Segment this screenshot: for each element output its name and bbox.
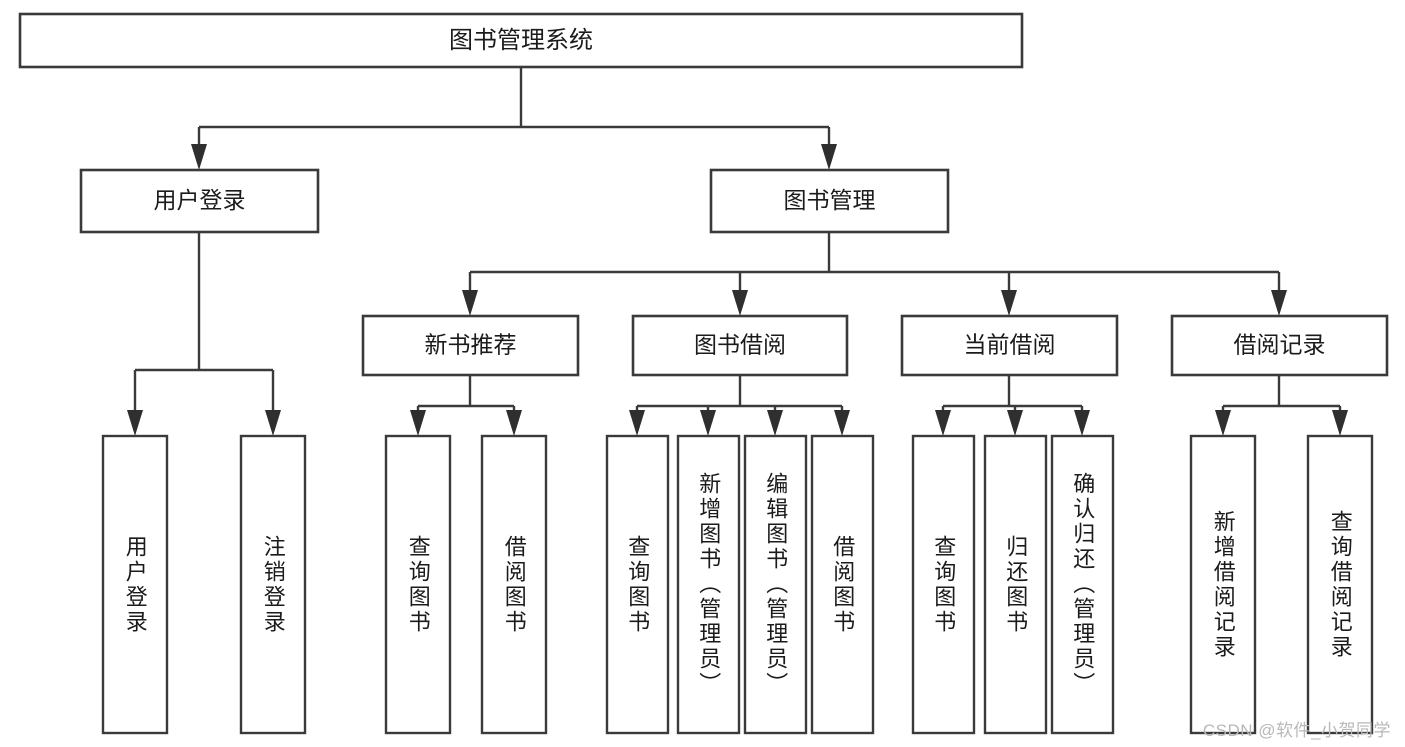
node-leaf-query-borrow-record[interactable] — [1306, 434, 1374, 735]
arrow-head-icon — [1074, 410, 1090, 436]
node-leaf-logout-login[interactable] — [239, 434, 307, 735]
node-box-leaf-borrow-book[interactable] — [810, 434, 875, 735]
arrow-head-icon — [1215, 410, 1231, 436]
node-borrow-record[interactable]: 借阅记录 — [1170, 314, 1389, 377]
node-leaf-return-book[interactable] — [983, 434, 1048, 735]
node-box-new-book-recommend[interactable] — [361, 314, 580, 377]
node-leaf-confirm-return-admin[interactable] — [1050, 434, 1115, 735]
node-label-book-manage: 图书管理 — [784, 187, 876, 213]
arrow-head-icon — [410, 410, 426, 436]
node-box-leaf-query-book-recommend[interactable] — [384, 434, 452, 735]
arrow-head-icon — [1007, 410, 1023, 436]
node-current-borrow[interactable]: 当前借阅 — [900, 314, 1119, 377]
node-box-leaf-edit-book-admin[interactable] — [743, 434, 808, 735]
node-book-borrow[interactable]: 图书借阅 — [631, 314, 849, 377]
arrow-head-icon — [935, 410, 951, 436]
arrow-head-icon — [127, 410, 143, 436]
node-label-user-login: 用户登录 — [154, 187, 246, 213]
node-box-book-borrow[interactable] — [631, 314, 849, 377]
node-leaf-borrow-book-recommend[interactable] — [480, 434, 548, 735]
node-label-root: 图书管理系统 — [449, 27, 593, 54]
arrow-head-icon — [1271, 290, 1287, 316]
node-leaf-borrow-book[interactable] — [810, 434, 875, 735]
connector-root-to-level2 — [191, 67, 837, 170]
node-root[interactable]: 图书管理系统 — [18, 12, 1024, 69]
connector-current-borrow-to-leaves — [935, 375, 1090, 436]
node-box-leaf-return-book[interactable] — [983, 434, 1048, 735]
node-box-user-login[interactable] — [79, 168, 320, 234]
node-label-borrow-record: 借阅记录 — [1234, 332, 1326, 358]
node-box-leaf-add-borrow-record[interactable] — [1189, 434, 1257, 735]
connector-layer — [127, 67, 1348, 436]
connector-book-manage-to-level3 — [462, 232, 1287, 316]
connector-book-borrow-to-leaves — [629, 375, 850, 436]
arrow-head-icon — [821, 144, 837, 170]
connector-user-login-to-leaves — [127, 232, 281, 436]
node-leaf-query-book-borrow[interactable] — [605, 434, 670, 735]
arrow-head-icon — [191, 144, 207, 170]
arrow-head-icon — [1332, 410, 1348, 436]
node-label-book-borrow: 图书借阅 — [694, 332, 786, 358]
node-box-leaf-logout-login[interactable] — [239, 434, 307, 735]
node-label-new-book-recommend: 新书推荐 — [425, 332, 517, 358]
node-box-current-borrow[interactable] — [900, 314, 1119, 377]
node-box-leaf-confirm-return-admin[interactable] — [1050, 434, 1115, 735]
arrow-head-icon — [462, 290, 478, 316]
node-leaf-query-book-recommend[interactable] — [384, 434, 452, 735]
node-box-leaf-borrow-book-recommend[interactable] — [480, 434, 548, 735]
node-leaf-add-borrow-record[interactable] — [1189, 434, 1257, 735]
arrow-head-icon — [265, 410, 281, 436]
node-box-root[interactable] — [18, 12, 1024, 69]
arrow-head-icon — [1001, 290, 1017, 316]
connector-borrow-record-to-leaves — [1215, 375, 1348, 436]
arrow-head-icon — [767, 410, 783, 436]
node-new-book-recommend[interactable]: 新书推荐 — [361, 314, 580, 377]
node-box-borrow-record[interactable] — [1170, 314, 1389, 377]
node-book-manage[interactable]: 图书管理 — [709, 168, 950, 234]
node-user-login[interactable]: 用户登录 — [79, 168, 320, 234]
node-box-leaf-query-book-current[interactable] — [911, 434, 976, 735]
node-box-leaf-query-book-borrow[interactable] — [605, 434, 670, 735]
arrow-head-icon — [732, 290, 748, 316]
node-box-leaf-user-login[interactable] — [101, 434, 169, 735]
node-box-leaf-add-book-admin[interactable] — [676, 434, 741, 735]
connector-new-book-recommend-to-leaves — [410, 375, 522, 436]
arrow-head-icon — [506, 410, 522, 436]
node-leaf-edit-book-admin[interactable] — [743, 434, 808, 735]
csdn-watermark: CSDN @软件_小贺同学 — [1202, 721, 1391, 740]
node-leaf-user-login[interactable] — [101, 434, 169, 735]
arrow-head-icon — [834, 410, 850, 436]
node-label-current-borrow: 当前借阅 — [964, 332, 1056, 358]
node-box-leaf-query-borrow-record[interactable] — [1306, 434, 1374, 735]
arrow-head-icon — [629, 410, 645, 436]
arrow-head-icon — [700, 410, 716, 436]
node-box-book-manage[interactable] — [709, 168, 950, 234]
node-leaf-query-book-current[interactable] — [911, 434, 976, 735]
node-leaf-add-book-admin[interactable] — [676, 434, 741, 735]
